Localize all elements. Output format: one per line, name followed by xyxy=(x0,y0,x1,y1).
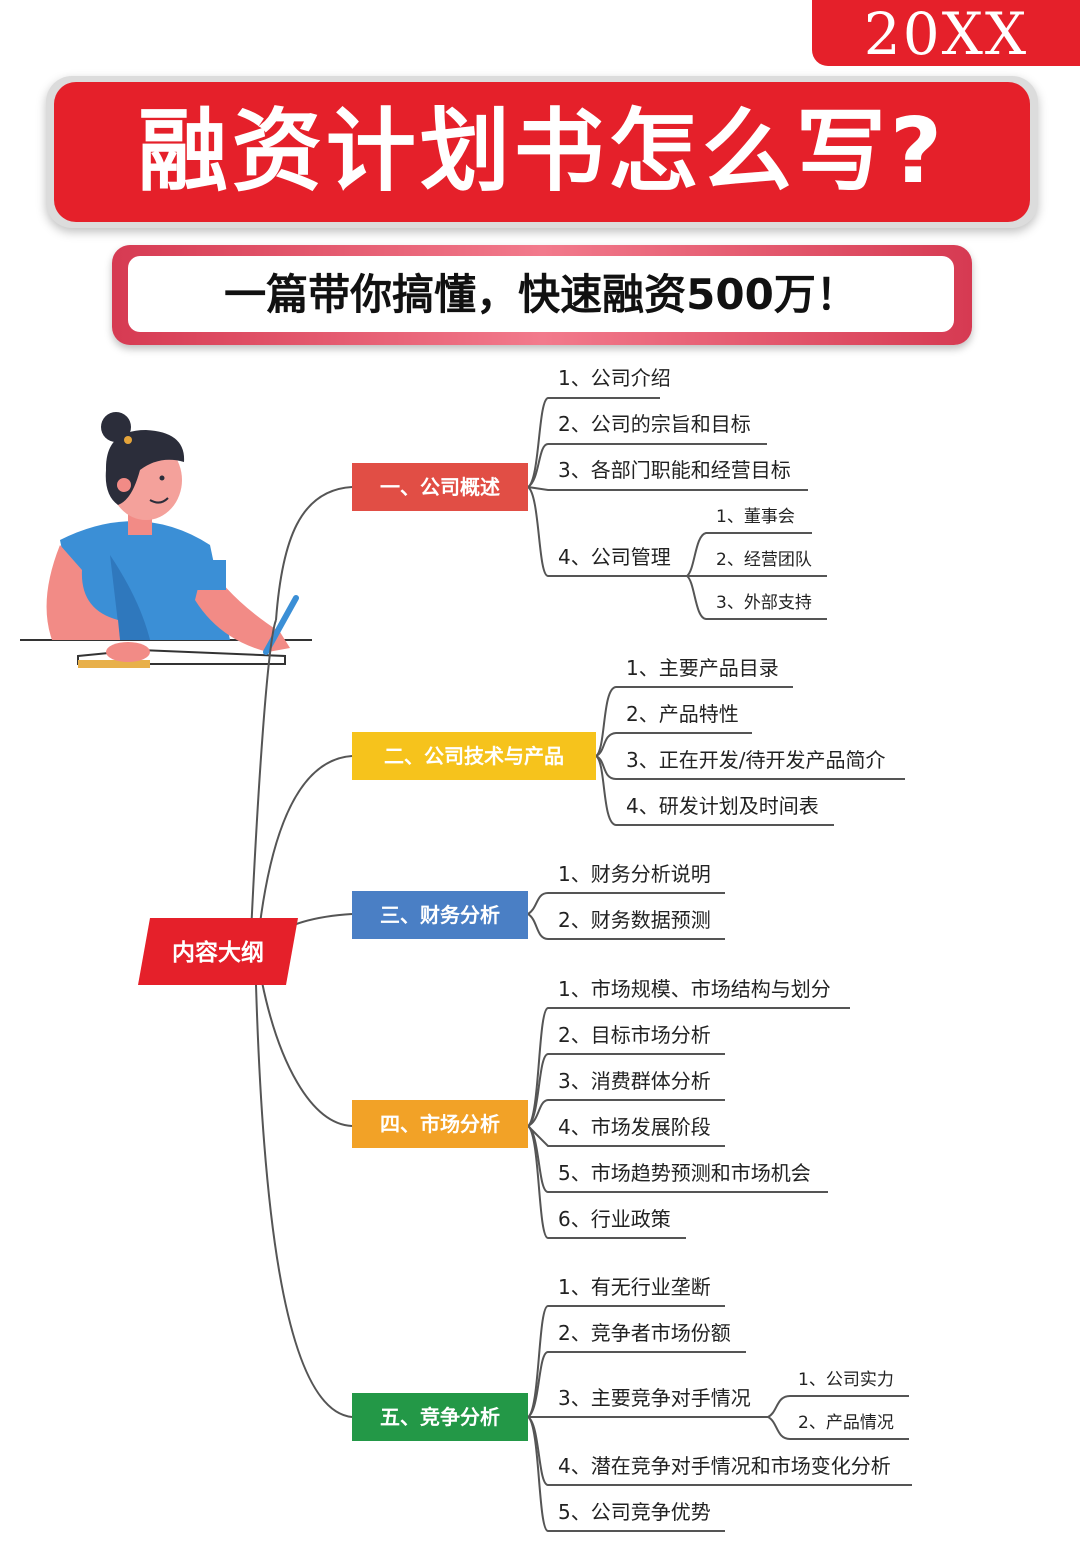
page-title: 融资计划书怎么写? xyxy=(137,99,947,204)
section-node-5-box xyxy=(352,1393,528,1441)
leaf-competitive-advantage: 5、公司竞争优势 xyxy=(558,1500,711,1524)
section-node-3: 三、财务分析 xyxy=(352,891,528,939)
leaf-financial-forecast: 2、财务数据预测 xyxy=(558,908,711,932)
subleaf-management-team: 2、经营团队 xyxy=(716,550,812,570)
leaf-market-stage: 4、市场发展阶段 xyxy=(558,1115,711,1139)
section-node-4: 四、市场分析 xyxy=(352,1100,528,1148)
subleaf-board: 1、董事会 xyxy=(716,507,795,527)
leaf-product-catalog: 1、主要产品目录 xyxy=(626,656,779,680)
subleaf-company-strength: 1、公司实力 xyxy=(798,1370,894,1390)
woman-writing-illustration xyxy=(20,412,312,668)
section-node-5-label: 五、竞争分析 xyxy=(380,1405,500,1429)
leaf-industry-monopoly: 1、有无行业垄断 xyxy=(558,1275,711,1299)
section-node-2-label: 二、公司技术与产品 xyxy=(384,744,564,768)
leaf-rd-plan: 4、研发计划及时间表 xyxy=(626,794,819,818)
leaf-products-in-development: 3、正在开发/待开发产品简介 xyxy=(626,748,885,772)
leaf-market-size: 1、市场规模、市场结构与划分 xyxy=(558,977,831,1001)
section-node-2: 二、公司技术与产品 xyxy=(352,732,596,780)
leaf-company-intro: 1、公司介绍 xyxy=(558,366,671,390)
section-node-2-box xyxy=(352,732,596,780)
leaf-company-mission: 2、公司的宗旨和目标 xyxy=(558,412,751,436)
section-node-4-label: 四、市场分析 xyxy=(380,1112,500,1136)
leaf-market-trends: 5、市场趋势预测和市场机会 xyxy=(558,1161,811,1185)
subleaf-product-status: 2、产品情况 xyxy=(798,1413,894,1433)
leaf-potential-competitors: 4、潜在竞争对手情况和市场变化分析 xyxy=(558,1454,891,1478)
section-node-5: 五、竞争分析 xyxy=(352,1393,528,1441)
root-node: 内容大纲 xyxy=(138,918,298,985)
subtitle-banner: 一篇带你搞懂，快速融资500万！ xyxy=(128,256,954,332)
section-node-4-box xyxy=(352,1100,528,1148)
section-node-1-label: 一、公司概述 xyxy=(380,475,500,499)
leaf-department-functions: 3、各部门职能和经营目标 xyxy=(558,458,791,482)
section-node-1-box xyxy=(352,463,528,511)
leaf-industry-policy: 6、行业政策 xyxy=(558,1207,671,1231)
page-subtitle: 一篇带你搞懂，快速融资500万！ xyxy=(224,270,858,319)
year-label: 20XX xyxy=(863,0,1029,68)
leaf-competitor-share: 2、竞争者市场份额 xyxy=(558,1321,731,1345)
leaf-product-features: 2、产品特性 xyxy=(626,702,739,726)
section-node-1: 一、公司概述 xyxy=(352,463,528,511)
title-banner: 融资计划书怎么写? xyxy=(54,82,1030,222)
year-badge: 20XX xyxy=(812,0,1080,66)
leaf-financial-analysis: 1、财务分析说明 xyxy=(558,862,711,886)
leaf-company-management: 4、公司管理 xyxy=(558,545,671,569)
section-node-3-box xyxy=(352,891,528,939)
subleaf-external-support: 3、外部支持 xyxy=(716,593,812,613)
leaf-target-market: 2、目标市场分析 xyxy=(558,1023,711,1047)
leaf-main-competitors: 3、主要竞争对手情况 xyxy=(558,1386,751,1410)
section-node-3-label: 三、财务分析 xyxy=(380,903,500,927)
connector-lines xyxy=(249,397,912,1532)
root-node-shape xyxy=(138,918,298,985)
leaf-consumer-groups: 3、消费群体分析 xyxy=(558,1069,711,1093)
root-node-label: 内容大纲 xyxy=(172,939,264,966)
